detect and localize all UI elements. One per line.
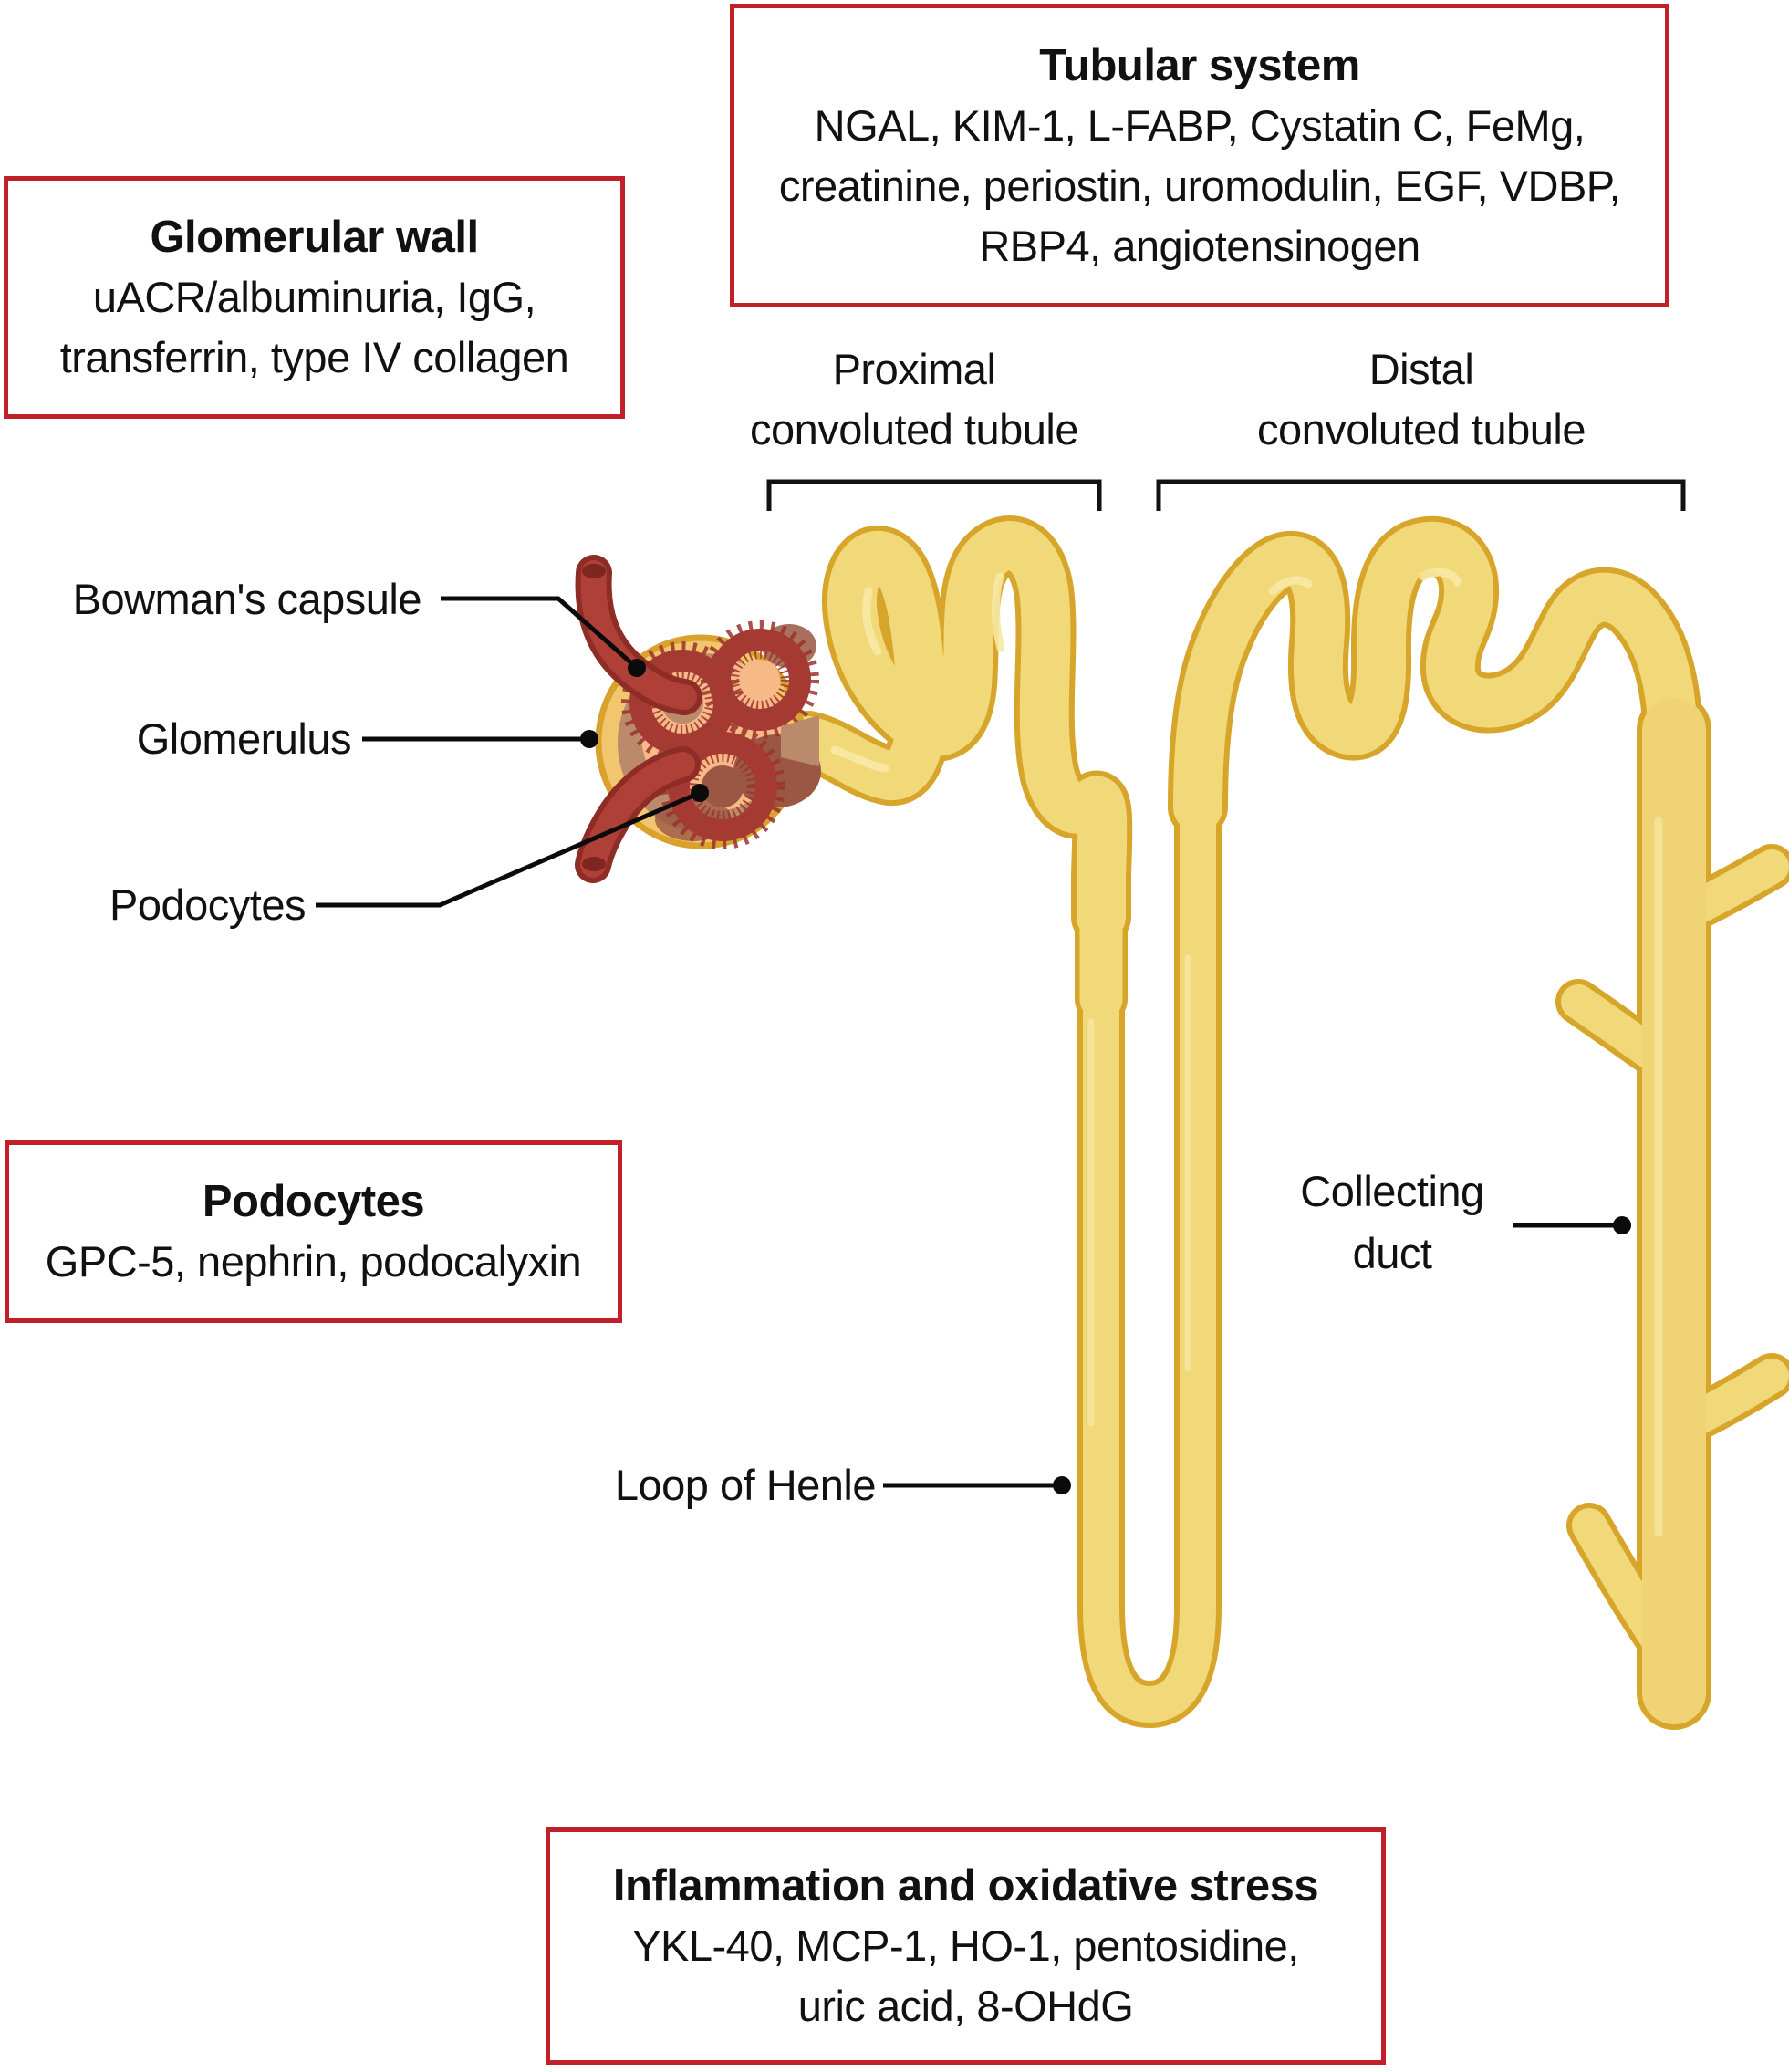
efferent-cut-end: [582, 857, 606, 871]
loop-of-henle-fill: [1083, 753, 1216, 1723]
distal-tubule-fill: [1173, 521, 1699, 832]
proximal-tubule-fill: [784, 521, 1128, 942]
glomerulus-group: [575, 555, 821, 883]
podocytes-dot: [691, 784, 709, 802]
glomerulus-label: Glomerulus: [136, 714, 352, 763]
collecting-duct-dot: [1613, 1216, 1631, 1234]
tubule-fills: [784, 521, 1789, 1724]
podocytes-box-title: Podocytes: [202, 1177, 425, 1226]
loop-dot: [1053, 1476, 1071, 1494]
podocytes-box-line: GPC-5, nephrin, podocalyxin: [45, 1237, 582, 1286]
loop-of-henle-label: Loop of Henle: [614, 1461, 877, 1509]
proximal-tubule-label: Proximal convoluted tubule: [750, 345, 1078, 453]
glomerular-wall-line: transferrin, type IV collagen: [59, 333, 569, 381]
glomerulus-dot: [580, 730, 598, 748]
distal-bracket: [1156, 479, 1686, 511]
leader-lines: [316, 596, 1622, 1488]
glomerular-wall-title: Glomerular wall: [150, 213, 479, 262]
bowmans-leader: [441, 596, 639, 670]
tubular-system-line: creatinine, periostin, uromodulin, EGF, …: [778, 161, 1621, 210]
inflammation-line: uric acid, 8-OHdG: [797, 1982, 1134, 2030]
podocytes-leader: [316, 790, 701, 908]
leader-dots: [580, 659, 1631, 1494]
distal-tubule-label: Distal convoluted tubule: [1257, 345, 1586, 453]
collecting-duct-label: Collecting duct: [1300, 1167, 1484, 1277]
bowmans-capsule-label: Bowman's capsule: [72, 575, 422, 623]
arterioles: [575, 555, 702, 883]
inflammation-line: YKL-40, MCP-1, HO-1, pentosidine,: [632, 1921, 1299, 1970]
podocytes-label: Podocytes: [109, 880, 306, 929]
tubular-system-box: Tubular system NGAL, KIM-1, L-FABP, Cyst…: [730, 4, 1669, 307]
efferent-arteriole: [580, 752, 695, 878]
glomerular-wall-box: Glomerular wall uACR/albuminuria, IgG, t…: [4, 176, 625, 419]
tubular-system-line: NGAL, KIM-1, L-FABP, Cystatin C, FeMg,: [814, 100, 1586, 150]
inflammation-title: Inflammation and oxidative stress: [612, 1861, 1319, 1911]
capsule-tubule-funnel: [781, 715, 819, 766]
tubular-system-title: Tubular system: [1039, 40, 1360, 90]
afferent-arteriole: [580, 560, 697, 710]
podocytes-box: Podocytes GPC-5, nephrin, podocalyxin: [5, 1140, 622, 1323]
proximal-bracket: [766, 479, 1102, 511]
bowmans-dot: [628, 659, 646, 677]
inflammation-box: Inflammation and oxidative stress YKL-40…: [546, 1827, 1386, 2065]
tubular-system-line: RBP4, angiotensinogen: [979, 221, 1420, 270]
glomerular-wall-line: uACR/albuminuria, IgG,: [92, 273, 536, 321]
brackets: [766, 479, 1686, 511]
capillary-loops: [629, 629, 811, 841]
tube-highlights: [830, 567, 1663, 1537]
afferent-cut-end: [582, 564, 606, 578]
